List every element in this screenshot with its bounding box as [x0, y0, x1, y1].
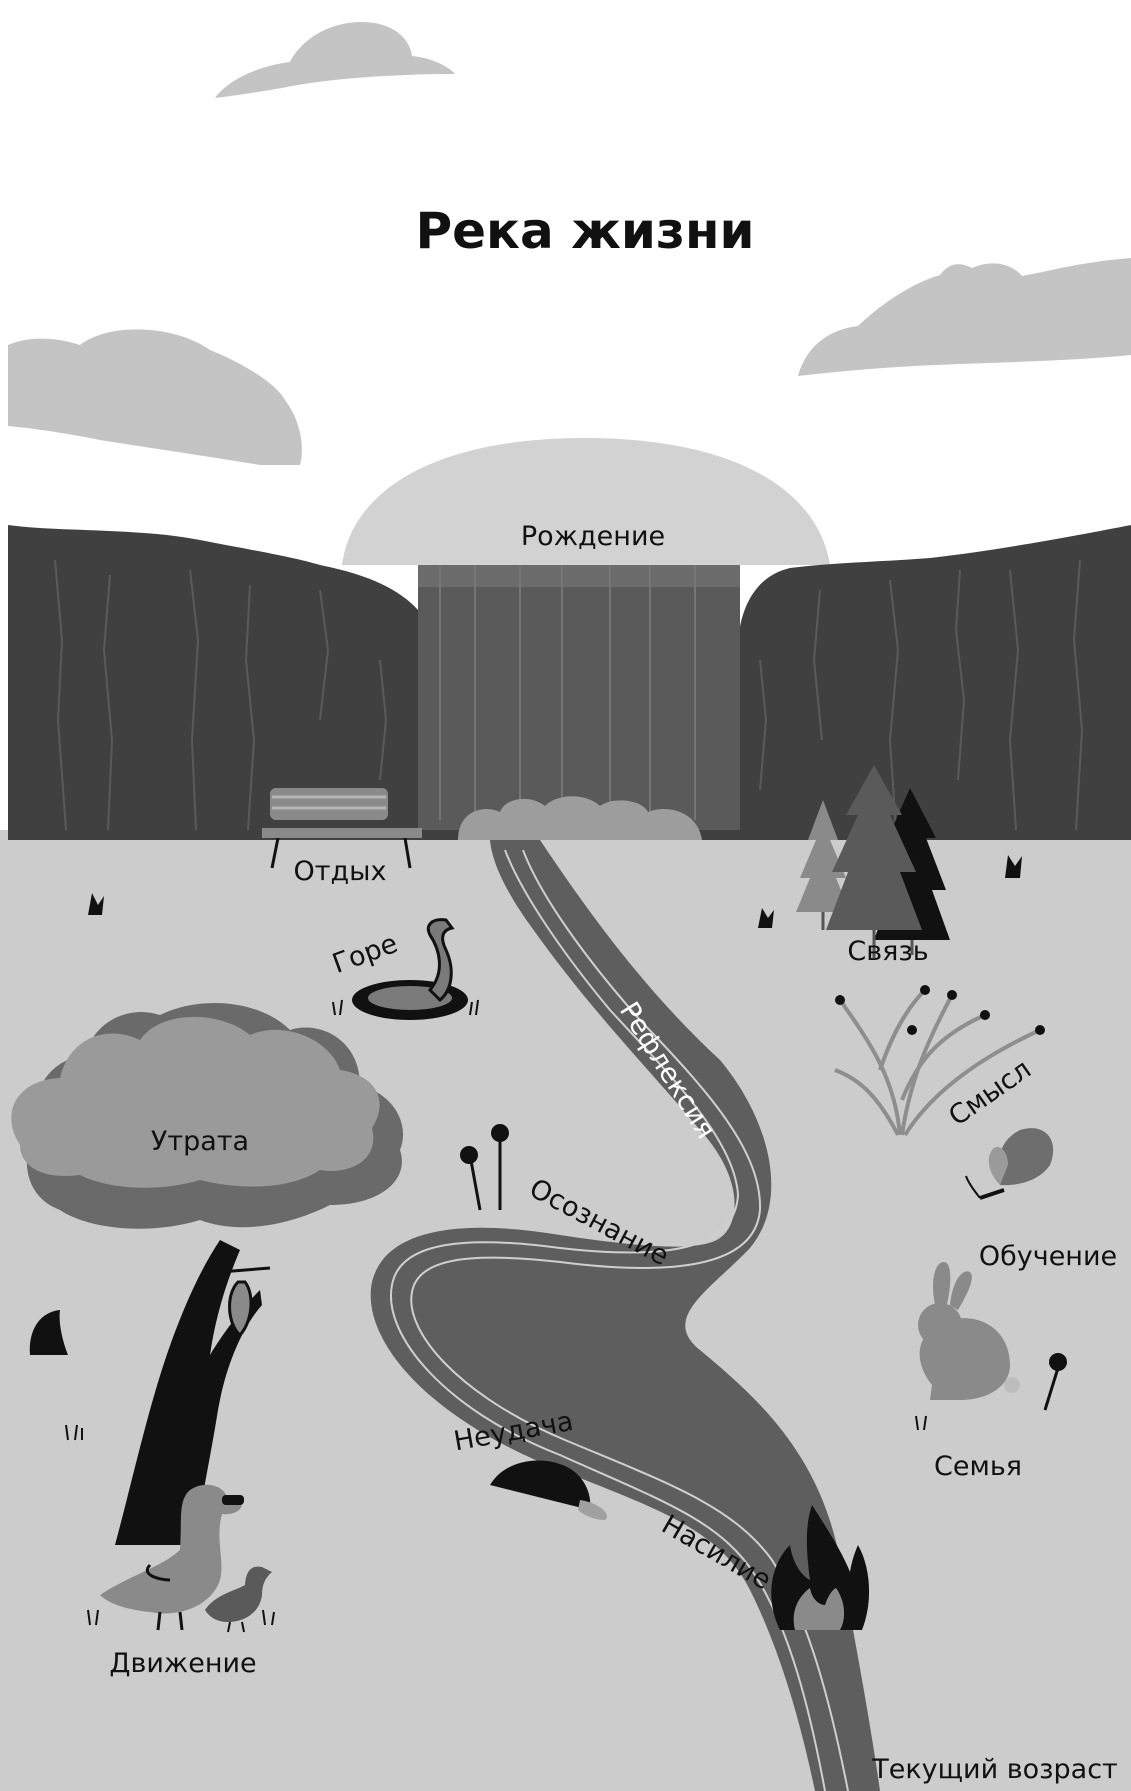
label-family: Семья — [934, 1451, 1022, 1482]
flower-icon — [491, 1124, 509, 1142]
label-movement: Движение — [109, 1648, 256, 1679]
label-rest: Отдых — [294, 856, 387, 887]
page-title: Река жизни — [415, 202, 754, 260]
label-birth: Рождение — [521, 521, 665, 552]
label-current-age: Текущий возраст — [871, 1754, 1118, 1785]
label-learning: Обучение — [979, 1241, 1117, 1272]
waterfall — [418, 565, 740, 840]
flower-icon — [460, 1146, 478, 1164]
flower-icon — [1049, 1353, 1067, 1371]
label-connection: Связь — [847, 936, 928, 967]
label-loss: Утрата — [151, 1126, 249, 1157]
